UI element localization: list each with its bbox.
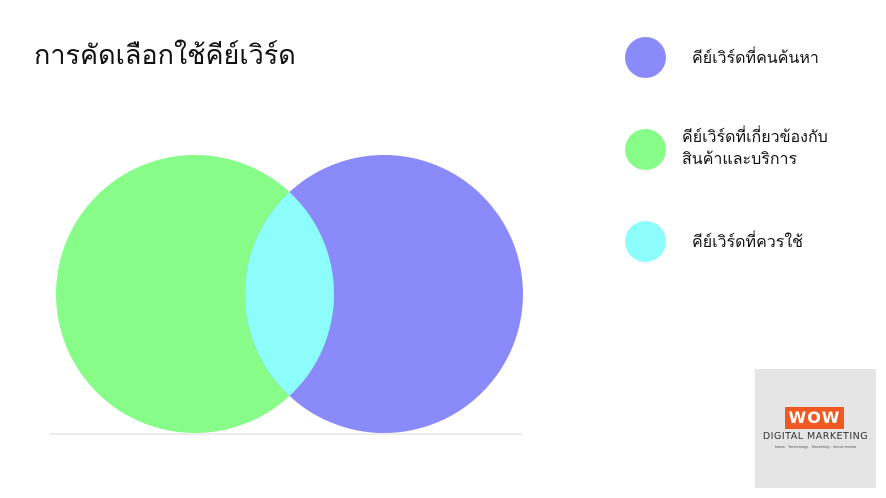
legend-label-recommended: คีย์เวิร์ดที่ควรใช้ — [692, 231, 803, 253]
legend-line: สินค้าและบริการ — [682, 148, 798, 168]
legend-item-products: คีย์เวิร์ดที่เกี่ยวข้องกับ สินค้าและบริก… — [625, 125, 828, 170]
legend-label-searched: คีย์เวิร์ดที่คนค้นหา — [692, 47, 819, 69]
logo-tagline: News · Technology · Marketing · Social m… — [774, 445, 857, 449]
legend-line: คีย์เวิร์ดที่ควรใช้ — [692, 231, 804, 251]
legend-line: คีย์เวิร์ดที่เกี่ยวข้องกับ — [682, 126, 828, 146]
legend-line: คีย์เวิร์ดที่คนค้นหา — [692, 47, 819, 67]
legend-dot-green — [625, 129, 666, 170]
slide-title: การคัดเลือกใช้คีย์เวิร์ด — [34, 40, 296, 71]
legend-item-searched: คีย์เวิร์ดที่คนค้นหา — [625, 37, 819, 78]
legend-dot-purple — [625, 37, 666, 78]
legend-dot-cyan — [625, 221, 666, 262]
logo-wow-badge: WOW — [785, 407, 844, 429]
venn-intersection-recommended — [245, 155, 334, 433]
logo-name: DIGITAL MARKETING — [762, 431, 869, 442]
wow-logo: WOW DIGITAL MARKETING News · Technology … — [755, 369, 876, 488]
legend-item-recommended: คีย์เวิร์ดที่ควรใช้ — [625, 221, 803, 262]
legend-label-products: คีย์เวิร์ดที่เกี่ยวข้องกับ สินค้าและบริก… — [682, 126, 828, 169]
